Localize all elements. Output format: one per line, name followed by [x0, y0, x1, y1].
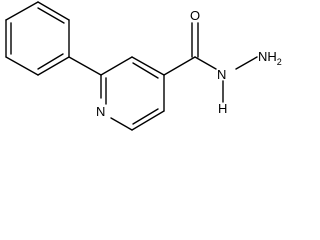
ring-nitrogen-label: N: [96, 104, 105, 119]
amine-subscript: 2: [277, 57, 282, 67]
hydrazide-hydrogen-label: H: [218, 101, 227, 116]
pyridine-ring: [100, 56, 165, 131]
amine-label: NH2: [258, 49, 282, 67]
biaryl-bond: [68, 56, 102, 76]
hydrazide-group: [163, 22, 258, 103]
phenyl-ring: [5, 1, 70, 76]
chemical-structure: N O N H NH2: [5, 1, 282, 131]
carbonyl-oxygen-label: O: [190, 8, 200, 23]
hydrazide-nitrogen-label: N: [217, 67, 226, 82]
amine-nh-text: NH: [258, 49, 277, 64]
